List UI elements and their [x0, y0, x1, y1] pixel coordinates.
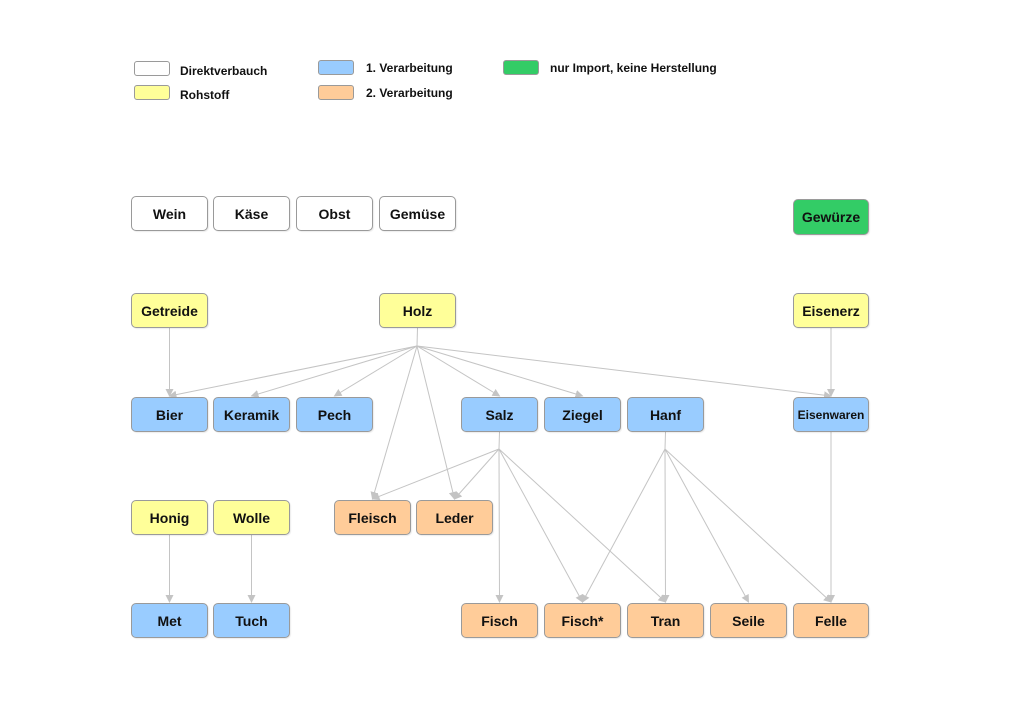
- edge-salz-to-leder: [453, 448, 500, 500]
- node-tran: Tran: [627, 603, 704, 638]
- edge-hanf-to-felle: [664, 448, 832, 603]
- node-honig: Honig: [131, 500, 208, 535]
- edge-hanf-to-tran: [661, 448, 670, 603]
- edge-holz-to-pech: [333, 345, 418, 397]
- node-felle: Felle: [793, 603, 869, 638]
- edge-hanf-to-fisch_star: [582, 448, 666, 603]
- legend-swatch-proc1: [318, 60, 354, 75]
- node-fisch: Fisch: [461, 603, 538, 638]
- legend-label-proc1: 1. Verarbeitung: [366, 61, 453, 75]
- node-wolle: Wolle: [213, 500, 290, 535]
- legend-label-proc2: 2. Verarbeitung: [366, 86, 453, 100]
- edge-holz-to-fleisch: [370, 345, 418, 500]
- edge-salz-to-fisch: [495, 448, 504, 603]
- edge-trunk-holz: [416, 327, 418, 347]
- node-leder: Leder: [416, 500, 493, 535]
- edge-holz-to-salz: [416, 345, 501, 397]
- edge-salz-to-fisch_star: [498, 448, 583, 603]
- node-kaese: Käse: [213, 196, 290, 231]
- edge-holz-to-keramik: [250, 345, 418, 398]
- node-salz: Salz: [461, 397, 538, 432]
- edge-trunk-hanf: [664, 431, 666, 450]
- node-getreide: Getreide: [131, 293, 208, 328]
- node-gemuese: Gemüse: [379, 196, 456, 231]
- edge-salz-to-fleisch: [371, 448, 500, 501]
- node-holz: Holz: [379, 293, 456, 328]
- edge-salz-to-tran: [498, 448, 667, 603]
- node-ziegel: Ziegel: [544, 397, 621, 432]
- legend-label-direct: Direktverbauch: [180, 64, 268, 78]
- node-met: Met: [131, 603, 208, 638]
- node-seile: Seile: [710, 603, 787, 638]
- edge-holz-to-ziegel: [416, 345, 584, 398]
- legend-swatch-import: [503, 60, 539, 75]
- edge-holz-to-eisenwaren: [416, 345, 832, 400]
- node-wein: Wein: [131, 196, 208, 231]
- edge-hanf-to-seile: [664, 448, 749, 603]
- node-tuch: Tuch: [213, 603, 290, 638]
- node-keramik: Keramik: [213, 397, 290, 432]
- node-gewuerze: Gewürze: [793, 199, 869, 235]
- node-bier: Bier: [131, 397, 208, 432]
- node-hanf: Hanf: [627, 397, 704, 432]
- node-fisch-star: Fisch*: [544, 603, 621, 638]
- edge-holz-to-bier: [168, 345, 418, 399]
- node-eisenwaren: Eisenwaren: [793, 397, 869, 432]
- legend-label-raw: Rohstoff: [180, 88, 230, 102]
- node-eisenerz: Eisenerz: [793, 293, 869, 328]
- node-obst: Obst: [296, 196, 373, 231]
- node-pech: Pech: [296, 397, 373, 432]
- legend-swatch-raw: [134, 85, 170, 100]
- edge-holz-to-leder: [416, 345, 457, 500]
- legend-label-import: nur Import, keine Herstellung: [550, 61, 717, 75]
- edge-trunk-salz: [498, 431, 500, 450]
- node-fleisch: Fleisch: [334, 500, 411, 535]
- legend-swatch-direct: [134, 61, 170, 76]
- legend-swatch-proc2: [318, 85, 354, 100]
